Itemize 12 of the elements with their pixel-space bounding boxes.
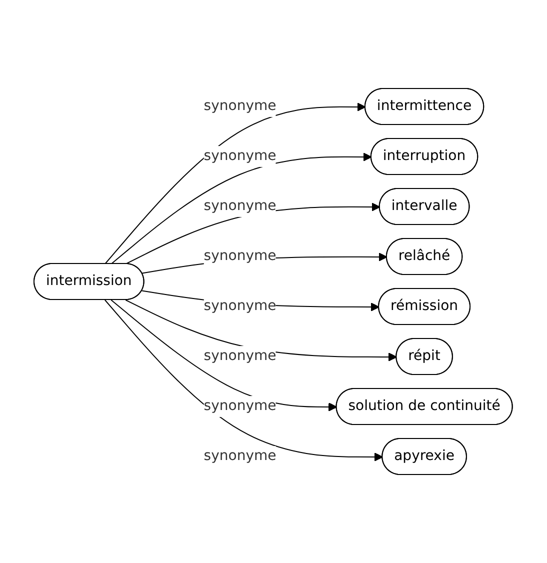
- edge-label: synonyme: [204, 198, 277, 214]
- arrow: [104, 102, 366, 264]
- edge-label: synonyme: [204, 298, 277, 314]
- edge-label: synonyme: [204, 448, 277, 464]
- edge-label: synonyme: [204, 148, 277, 164]
- arrow: [111, 300, 338, 412]
- edge-label: synonyme: [204, 398, 277, 414]
- edge-label: synonyme: [204, 98, 277, 114]
- edge-label: synonyme: [204, 348, 277, 364]
- arrow: [104, 300, 384, 462]
- arrow: [111, 152, 372, 264]
- edge-label: synonyme: [204, 248, 277, 264]
